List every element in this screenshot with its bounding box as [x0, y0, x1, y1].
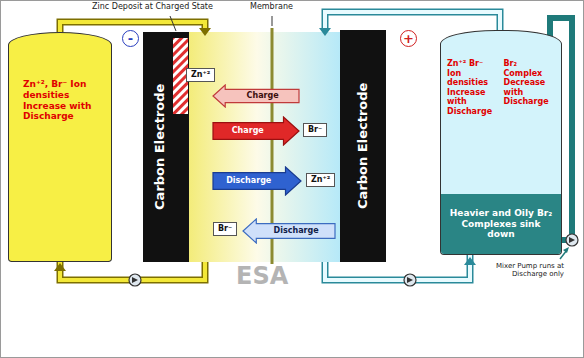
negative-terminal: - [122, 30, 139, 47]
ion-box: Zn⁺² [306, 173, 335, 187]
callout-label: Zinc Deposit at Charged State [92, 2, 213, 12]
pump-symbol [404, 274, 416, 286]
node-text: Zn⁺² [311, 175, 330, 185]
electrolyte-tank: Zn⁺², Br⁻ Ion densities Increase with Di… [8, 32, 112, 262]
discharge-arrow: Discharge [242, 218, 336, 244]
ion-box: Zn⁺² [186, 68, 215, 82]
pump-symbol [569, 237, 575, 243]
pump-symbol [132, 277, 138, 283]
node-text: Discharge [226, 176, 271, 186]
node-text: - [128, 32, 133, 45]
node-text: Heavier and Oily Br₂ Complexes sink down [449, 208, 553, 240]
flow-arrowhead [199, 28, 211, 36]
arrow-shape [213, 85, 299, 107]
callout-label: Membrane [250, 2, 293, 12]
arrow-shape [243, 219, 335, 243]
pump-symbol [129, 274, 141, 286]
electrode-label: Carbon Electrode [152, 84, 168, 210]
charge-arrow: Charge [212, 116, 300, 146]
pump-note: Mixer Pump runs at Discharge only [486, 262, 564, 279]
node-text: Br⁻ [308, 125, 322, 135]
ion-box: Br⁻ [213, 222, 237, 236]
node-text: Br₂ Complex Decrease with Discharge [504, 59, 557, 107]
ion-box: Br⁻ [303, 123, 327, 137]
positive-terminal: + [400, 30, 417, 47]
charge-arrow: Charge [212, 84, 300, 108]
node-text: Charge [232, 126, 264, 136]
pump-symbol [407, 277, 413, 283]
node-text: + [403, 32, 414, 45]
electrode-label: Carbon Electrode [355, 83, 371, 209]
pump-symbol [566, 234, 578, 246]
flow-arrowhead [54, 263, 66, 271]
node-text: Zn⁺², Br⁻ Ion densities Increase with Di… [23, 79, 101, 122]
leader-line [272, 16, 273, 26]
arrow-shape [213, 167, 301, 195]
carbon-electrode: Carbon Electrode [143, 32, 189, 262]
leader-arrowhead [563, 247, 569, 253]
cell-electrolyte [189, 32, 340, 262]
node-text: Charge [247, 91, 279, 101]
node-text: Discharge [274, 226, 319, 236]
catholyte-pipe [325, 12, 500, 32]
carbon-electrode: Carbon Electrode [340, 30, 386, 262]
flow-arrowhead [464, 257, 476, 265]
arrow-shape [213, 117, 299, 145]
catholyte-pipe [325, 12, 500, 32]
node-text: Br⁻ [218, 224, 232, 234]
watermark: ESA [236, 262, 288, 291]
complex-layer: Heavier and Oily Br₂ Complexes sink down [441, 194, 561, 254]
leader-line [170, 16, 176, 31]
node-text: Zn⁺² [191, 70, 210, 80]
complex-tank: Heavier and Oily Br₂ Complexes sink down… [440, 30, 562, 255]
discharge-arrow: Discharge [212, 166, 302, 196]
flow-arrowhead [319, 28, 331, 36]
node-text: Zn⁺² Br⁻ Ion densities Increase with Dis… [447, 59, 500, 117]
